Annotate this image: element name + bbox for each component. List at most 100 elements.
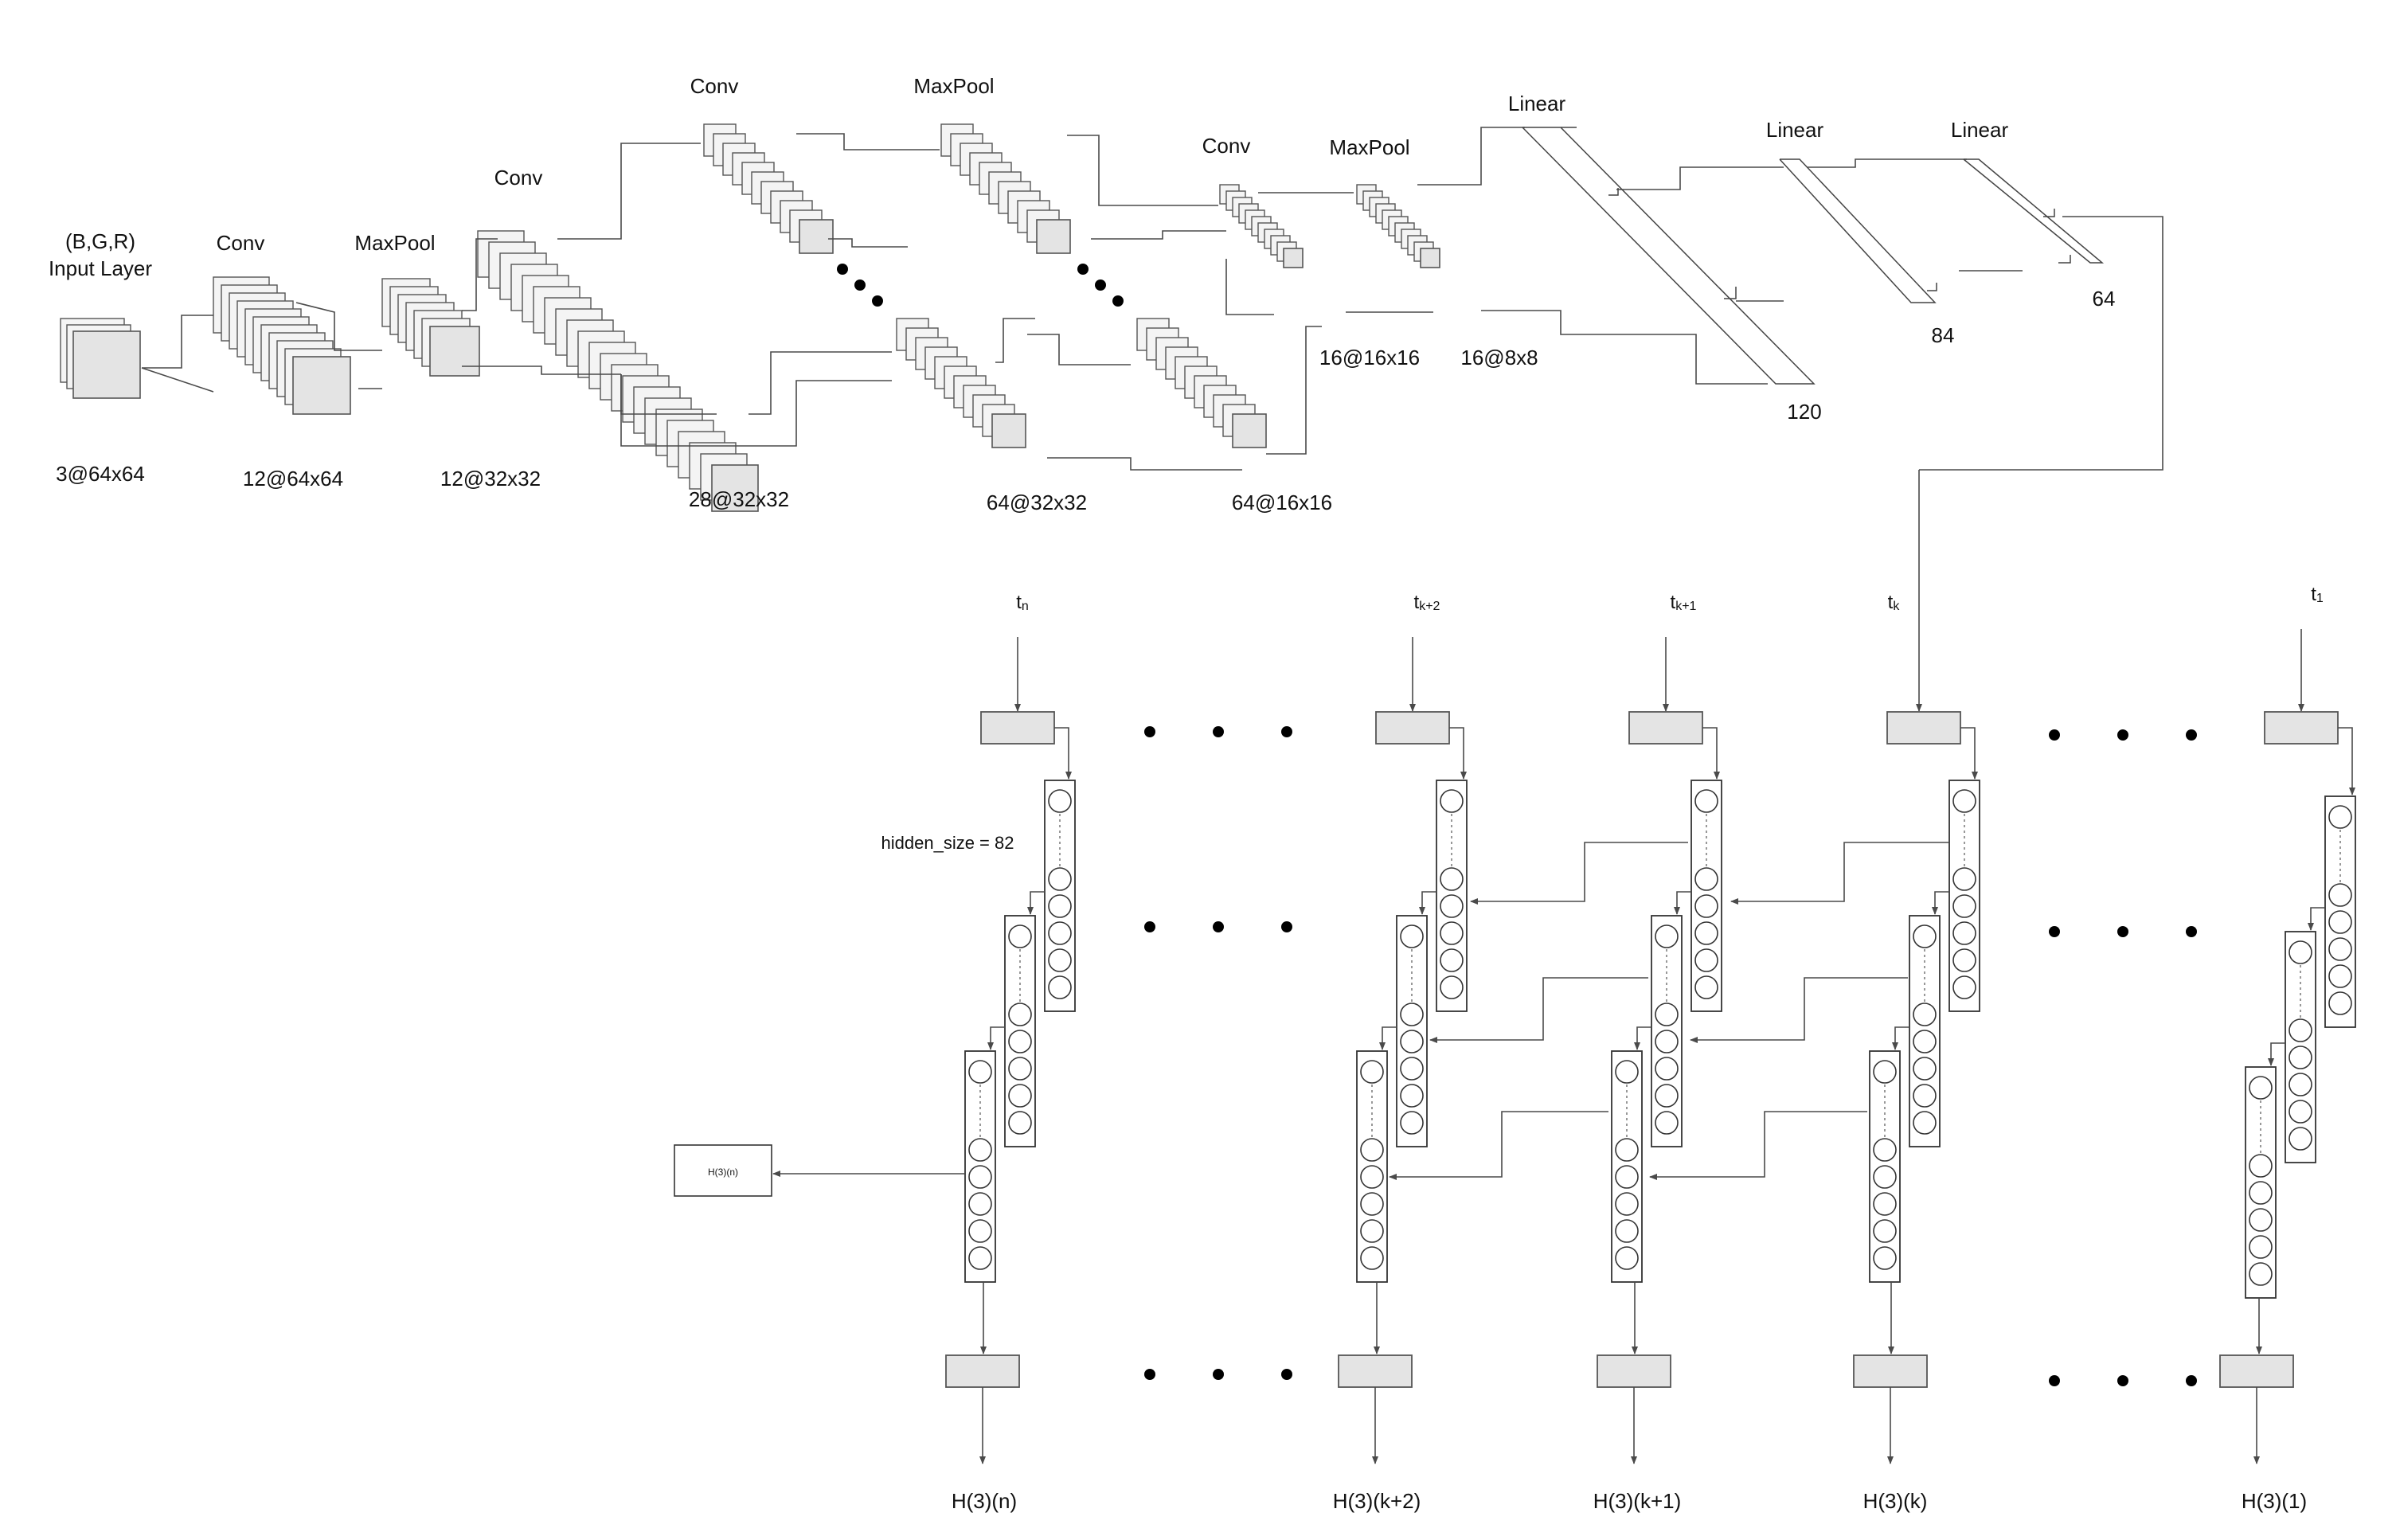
hidden-unit xyxy=(2289,940,2312,964)
hidden-unit xyxy=(2249,1208,2273,1232)
conv3-title: Conv xyxy=(690,74,739,98)
hidden-unit xyxy=(2328,991,2352,1015)
feature-map-front xyxy=(429,326,480,377)
hidden-unit xyxy=(2289,1046,2312,1069)
hidden-unit xyxy=(968,1060,992,1084)
input-shape-label: 3@64x64 xyxy=(56,462,145,486)
time-label-tk2: tk+2 xyxy=(1414,592,1440,613)
lstm-section xyxy=(945,629,2356,1464)
output-label-k1: H(3)(k+1) xyxy=(1593,1489,1682,1513)
time-label-tn: tn xyxy=(1016,592,1029,613)
lstm-layer-2-tk2 xyxy=(1396,915,1428,1147)
linear3-size-label: 64 xyxy=(2093,287,2116,311)
cnn-feature-map-stacks xyxy=(60,123,1440,512)
hidden-unit xyxy=(1952,789,1976,813)
hidden-unit xyxy=(2249,1181,2273,1205)
input-box xyxy=(2264,711,2339,745)
input-box xyxy=(1886,711,1961,745)
conv1-shape-label: 12@64x64 xyxy=(243,467,343,491)
lstm-layer-3-tk2 xyxy=(1356,1050,1388,1283)
pool1-shape-label: 12@32x32 xyxy=(440,467,541,491)
hidden-unit xyxy=(968,1219,992,1243)
hidden-unit xyxy=(1048,975,1072,999)
hidden-unit xyxy=(1615,1219,1639,1243)
time-step-labels: tn tk+2 tk+1 tk t1 xyxy=(1016,584,2324,613)
hidden-unit xyxy=(1440,894,1464,918)
pool2-shape-label: 64@16x16 xyxy=(1232,491,1332,514)
output-label-k2: H(3)(k+2) xyxy=(1333,1489,1421,1513)
lstm-layer-1-tk1 xyxy=(1690,780,1722,1012)
hidden-unit xyxy=(1913,1084,1937,1108)
lstm-cell-column xyxy=(2285,931,2316,1163)
hidden-unit xyxy=(1952,894,1976,918)
feature-map-front xyxy=(72,330,141,399)
pool3-stack xyxy=(1356,184,1440,268)
output-label-k: H(3)(k) xyxy=(1863,1489,1928,1513)
side-output: H(3)(n) xyxy=(674,1144,965,1197)
pool3-title: MaxPool xyxy=(1329,135,1409,159)
pool2-title: MaxPool xyxy=(913,74,994,98)
lstm-layer-3-tn xyxy=(964,1050,996,1283)
lstm-layer-3-tk1 xyxy=(1611,1050,1643,1283)
hidden-unit xyxy=(1913,924,1937,948)
feature-map-front xyxy=(711,464,759,512)
hidden-unit xyxy=(1440,975,1464,999)
hidden-unit xyxy=(1952,921,1976,945)
hidden-unit xyxy=(1873,1138,1897,1162)
output-box xyxy=(1597,1354,1671,1388)
hidden-unit xyxy=(1440,789,1464,813)
hidden-unit xyxy=(2328,964,2352,988)
output-label-n: H(3)(n) xyxy=(952,1489,1017,1513)
hidden-unit xyxy=(1360,1165,1384,1189)
pool3-shape-label: 16@8x8 xyxy=(1460,346,1538,369)
hidden-unit xyxy=(1008,1057,1032,1081)
linear3-title: Linear xyxy=(1951,118,2009,142)
hidden-unit xyxy=(1913,1003,1937,1026)
output-box xyxy=(2219,1354,2294,1388)
conv4-stack xyxy=(1219,184,1304,268)
conv4-title: Conv xyxy=(1202,134,1251,158)
lstm-layer-1-tk xyxy=(1948,780,1980,1012)
feature-map-front xyxy=(1036,219,1071,254)
linear1-size-label: 120 xyxy=(1787,400,1821,424)
io-tk xyxy=(1853,711,1978,1464)
hidden-unit xyxy=(1615,1060,1639,1084)
linear2-title: Linear xyxy=(1766,118,1824,142)
hidden-unit xyxy=(1360,1060,1384,1084)
lstm-layer-2-tn xyxy=(1004,915,1036,1147)
linear-layer-84 xyxy=(1779,158,1937,303)
linear-layer-120 xyxy=(1522,127,1816,385)
conv1-title: Conv xyxy=(217,231,265,255)
hidden-unit xyxy=(1952,975,1976,999)
lstm-layer-1-t1 xyxy=(2324,795,2356,1028)
hidden-unit xyxy=(1694,948,1718,972)
hidden-unit xyxy=(1400,924,1424,948)
hidden-unit xyxy=(1655,1057,1679,1081)
hidden-unit xyxy=(1655,1111,1679,1135)
linear1-title: Linear xyxy=(1508,92,1566,115)
input-layer-title: (B,G,R) xyxy=(65,229,135,253)
hidden-unit xyxy=(2328,910,2352,934)
hidden-unit xyxy=(1615,1165,1639,1189)
linear-layer-64 xyxy=(1963,158,2105,264)
output-box xyxy=(1338,1354,1413,1388)
io-tk2 xyxy=(1338,637,1467,1464)
hidden-unit xyxy=(1615,1192,1639,1216)
hidden-unit xyxy=(1694,894,1718,918)
pool1-stack xyxy=(381,278,480,377)
feature-map-front xyxy=(1283,248,1304,268)
linear-layers xyxy=(1522,127,2105,385)
conv3-bottom-stack xyxy=(896,318,1026,448)
lstm-layer-2-tk1 xyxy=(1651,915,1683,1147)
output-box xyxy=(945,1354,1020,1388)
hidden-unit xyxy=(1400,1030,1424,1053)
hidden-unit xyxy=(1008,1030,1032,1053)
hidden-unit xyxy=(2328,805,2352,829)
hidden-unit xyxy=(1048,894,1072,918)
output-labels: H(3)(n) H(3)(k+2) H(3)(k+1) H(3)(k) H(3)… xyxy=(952,1489,2307,1513)
hidden-unit xyxy=(1360,1138,1384,1162)
hidden-unit xyxy=(1873,1165,1897,1189)
hidden-unit xyxy=(1440,867,1464,891)
hidden-unit xyxy=(1400,1111,1424,1135)
lstm-layer-1-tn xyxy=(1044,780,1076,1012)
